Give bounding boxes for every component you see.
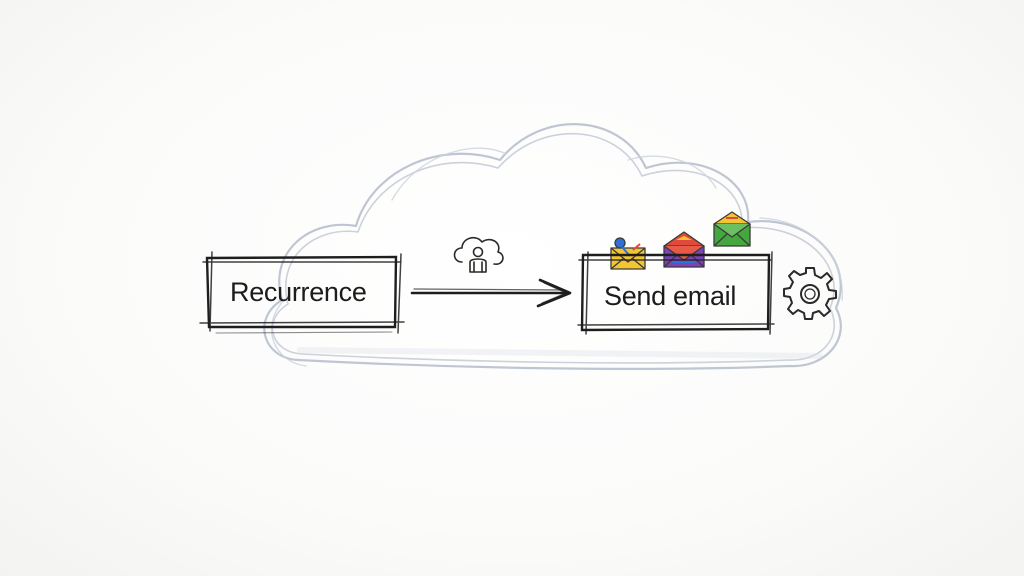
flow-arrow bbox=[410, 278, 572, 308]
send-email-label: Send email bbox=[604, 281, 737, 311]
send-email-node[interactable] bbox=[577, 251, 775, 335]
recurrence-label: Recurrence bbox=[230, 277, 367, 307]
cloud-icon bbox=[263, 123, 843, 370]
multicolor-envelope-icon bbox=[663, 231, 705, 268]
cloud-user-icon bbox=[453, 236, 504, 273]
recurrence-node[interactable] bbox=[199, 251, 405, 334]
gear-icon[interactable] bbox=[783, 267, 837, 320]
yellow-envelope-icon bbox=[610, 237, 646, 270]
green-envelope-icon bbox=[713, 211, 751, 247]
